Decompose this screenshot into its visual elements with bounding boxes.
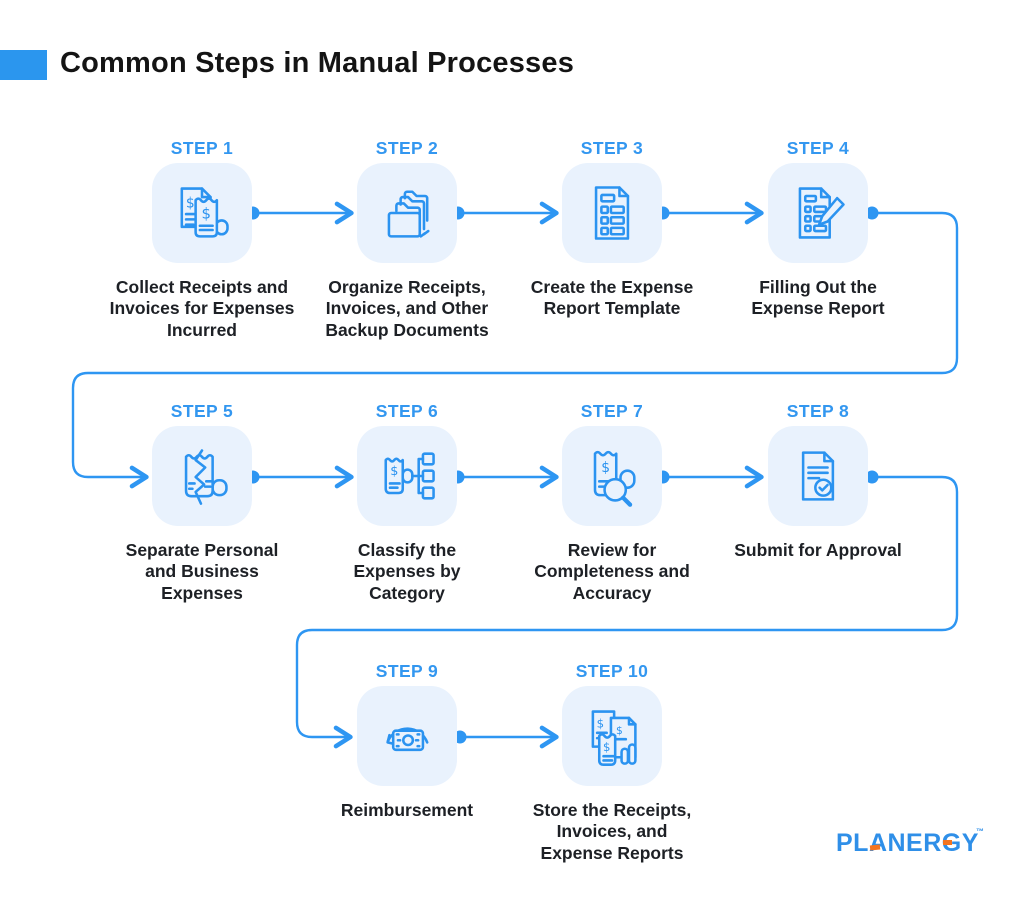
step-7: STEP 7 $ Review for Completeness and Acc… (502, 401, 722, 604)
svg-text:$: $ (597, 717, 604, 731)
step-2-label: STEP 2 (375, 138, 439, 158)
step-3: STEP 3 Create the Expense Report Templat… (502, 138, 722, 320)
torn-receipt-icon (152, 426, 252, 526)
step-10: STEP 10 $ $ $ Store the Receipts, Invoic… (502, 661, 722, 864)
step-9-label: STEP 9 (375, 661, 439, 681)
svg-text:$: $ (186, 196, 195, 212)
step-7-description: Review for Completeness and Accuracy (534, 540, 690, 603)
step-4: STEP 4 Filling Out the Expense Report (708, 138, 928, 320)
svg-text:$: $ (390, 464, 398, 479)
step-5-description: Separate Personal and Business Expenses (125, 540, 279, 603)
title-accent-bar (0, 50, 47, 80)
svg-text:$: $ (601, 460, 610, 476)
step-9-description: Reimbursement (340, 800, 474, 820)
money-return-icon (357, 686, 457, 786)
classify-category-icon: $ (357, 426, 457, 526)
svg-text:$: $ (616, 724, 623, 737)
step-4-label: STEP 4 (786, 138, 850, 158)
receipts-invoices-icon: $ $ (152, 163, 252, 263)
step-1-label: STEP 1 (170, 138, 234, 158)
folders-icon (357, 163, 457, 263)
step-6-label: STEP 6 (375, 401, 439, 421)
review-magnifier-icon: $ (562, 426, 662, 526)
svg-text:$: $ (202, 204, 211, 222)
step-5-label: STEP 5 (170, 401, 234, 421)
step-10-label: STEP 10 (575, 661, 649, 681)
step-1: STEP 1 $ $ Collect Receipts and Invoices… (92, 138, 312, 341)
step-3-description: Create the Expense Report Template (530, 277, 694, 319)
step-10-description: Store the Receipts, Invoices, and Expens… (532, 800, 692, 863)
planergy-logo-text: PLANERGY (836, 829, 979, 857)
report-template-icon (562, 163, 662, 263)
step-3-label: STEP 3 (580, 138, 644, 158)
svg-text:$: $ (603, 740, 610, 754)
step-4-description: Filling Out the Expense Report (751, 277, 885, 319)
step-1-description: Collect Receipts and Invoices for Expens… (109, 277, 295, 340)
trademark-symbol: ™ (976, 827, 984, 836)
step-7-label: STEP 7 (580, 401, 644, 421)
step-5: STEP 5 Separate Personal and Business Ex… (92, 401, 312, 604)
step-8-label: STEP 8 (786, 401, 850, 421)
step-8: STEP 8 Submit for Approval (708, 401, 928, 561)
step-9: STEP 9 Reimbursement (297, 661, 517, 821)
step-6: STEP 6 $ Classify the Expenses by Catego… (297, 401, 517, 604)
fill-report-icon (768, 163, 868, 263)
step-2-description: Organize Receipts, Invoices, and Other B… (325, 277, 489, 340)
logo-orange-accent-g (943, 840, 952, 845)
step-8-description: Submit for Approval (734, 540, 902, 560)
step-6-description: Classify the Expenses by Category (353, 540, 461, 603)
approval-document-icon (768, 426, 868, 526)
step-2: STEP 2 Organize Receipts, Invoices, and … (297, 138, 517, 341)
stored-records-icon: $ $ $ (562, 686, 662, 786)
page-title: Common Steps in Manual Processes (60, 47, 575, 79)
